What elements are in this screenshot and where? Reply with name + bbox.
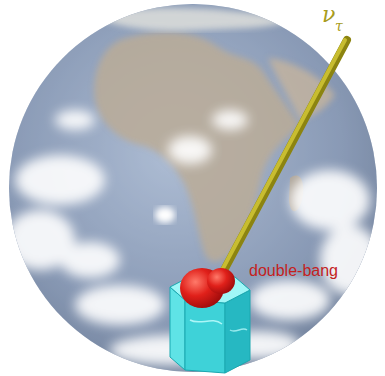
globe-fade [9,4,377,372]
globe [9,4,377,372]
event-label: double-bang [249,263,338,279]
neutrino-track [222,40,347,274]
neutrino-symbol: ν [322,4,335,26]
neutrino-flavor-subscript: τ [335,19,343,33]
double-bang-blob [180,268,235,308]
neutrino-track-highlight [221,40,345,272]
